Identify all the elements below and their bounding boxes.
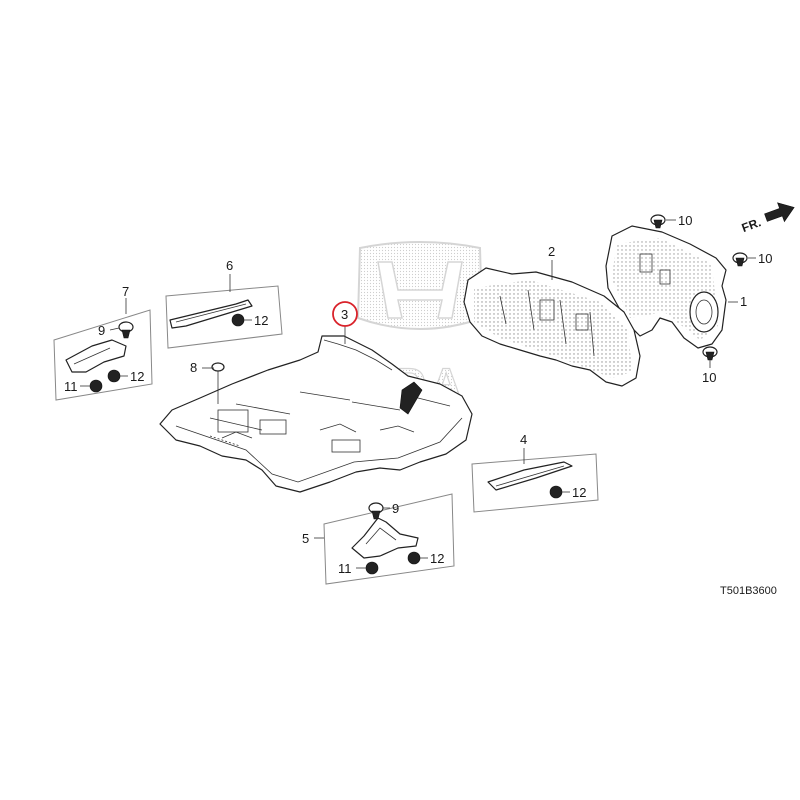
part-6-sill-trim (169, 299, 253, 329)
clip-10-top (650, 214, 666, 229)
front-arrow-icon (764, 202, 795, 223)
part-5-kick-panel (351, 517, 419, 559)
callout-7: 7 (122, 284, 129, 299)
part-7-box (53, 309, 153, 401)
clip-9-lower (368, 502, 384, 520)
callout-4: 4 (520, 432, 527, 447)
part-7-kick-panel (65, 339, 127, 373)
carpet-hatch-strip (399, 381, 423, 415)
clip-12-part4 (549, 485, 563, 499)
clip-10-right (732, 252, 748, 267)
callout-10-bottom: 10 (702, 370, 716, 385)
callout-6: 6 (226, 258, 233, 273)
clip-9-upper (118, 321, 134, 339)
clip-11-upper (89, 379, 103, 393)
callout-10-right: 10 (758, 251, 772, 266)
clip-12-part7 (107, 369, 121, 383)
clip-11-lower (365, 561, 379, 575)
part-5-box (323, 493, 455, 585)
clip-12-part5 (407, 551, 421, 565)
part-3-floor-carpet (159, 335, 473, 493)
part-4-box (471, 453, 599, 513)
callout-2: 2 (548, 244, 555, 259)
callout-5: 5 (302, 531, 309, 546)
front-label: FR. (740, 215, 763, 235)
callout-12-part7: 12 (130, 369, 144, 384)
clip-12-part6 (231, 313, 245, 327)
callout-11-lower: 11 (338, 561, 352, 576)
part-4-sill-trim (487, 461, 573, 491)
callout-12-part4: 12 (572, 485, 586, 500)
leader-lines (80, 219, 756, 569)
callout-1: 1 (740, 294, 747, 309)
callout-11-upper: 11 (64, 379, 78, 394)
callout-12-part5: 12 (430, 551, 444, 566)
callout-10-top: 10 (678, 213, 692, 228)
diagram-code: T501B3600 (720, 585, 777, 597)
callout-3: 3 (341, 307, 348, 322)
callout-9-lower: 9 (392, 501, 399, 516)
part-2-dashboard-lower-insulator (463, 267, 641, 387)
clip-10-bottom (702, 346, 718, 361)
front-direction-indicator: FR. (740, 202, 795, 235)
callout-8: 8 (190, 360, 197, 375)
callout-9-upper: 9 (98, 323, 105, 338)
highlight-circle (332, 301, 358, 327)
part-6-box (165, 285, 283, 349)
callout-12-part6: 12 (254, 313, 268, 328)
clip-8 (211, 362, 225, 404)
